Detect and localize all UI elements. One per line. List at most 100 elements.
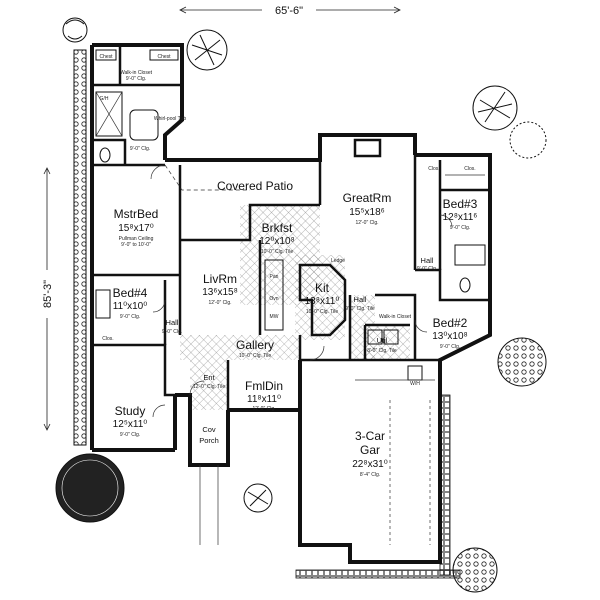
bed4-name: Bed#4 (113, 286, 148, 300)
door-bed2 (414, 319, 428, 333)
wall-livrm-top (180, 203, 320, 242)
great-room-name: GreatRm (343, 191, 392, 205)
gallery-name: Gallery (236, 338, 274, 352)
bed3-size: 12⁸x11⁶ (443, 212, 478, 223)
brkfst-size: 12⁰x10⁸ (259, 236, 294, 247)
kit-name: Kit (315, 281, 330, 295)
shrub-right (497, 337, 547, 387)
study-name: Study (115, 404, 146, 418)
dryer (383, 329, 399, 345)
livrm-size: 13⁶x15⁸ (202, 287, 238, 298)
bed3-name: Bed#3 (443, 197, 478, 211)
garage-name-1: 3-Car (355, 429, 385, 443)
chest-1 (95, 49, 117, 61)
door-bed4 (152, 299, 166, 313)
cov-porch-name-2: Porch (199, 436, 219, 445)
width-label: 65'-6" (275, 5, 303, 17)
bed3-clos-label-2: Clos. (464, 166, 475, 172)
bed4-size: 11⁰x10⁰ (113, 301, 148, 312)
hall-bed3-name: Hall (421, 256, 434, 265)
wall-garage (298, 360, 442, 564)
fireplace (353, 138, 382, 158)
kitchen-island (298, 263, 347, 337)
livrm-note: 12'-0" Clg. (208, 300, 231, 306)
wall-fmly-top (298, 335, 350, 362)
livrm-name: LivRm (203, 272, 237, 286)
depth-label: 85'-3" (42, 280, 54, 308)
bed4-clos-label: Clos. (102, 336, 113, 342)
bed4-note: 9'-0" Clg. (120, 314, 140, 320)
great-room-size: 15⁵x18⁶ (349, 207, 385, 218)
entry-name: Ent (203, 373, 215, 382)
garage-note: 8'-4" Clg. (360, 472, 380, 478)
gallery-tile (180, 335, 300, 360)
study-note: 9'-0" Clg. (120, 432, 140, 438)
master-bed-size: 15⁸x17⁰ (118, 223, 153, 234)
hall-left-name: Hall (166, 318, 179, 327)
depth-dimension: 85'-3" (40, 167, 54, 431)
brkfst-name: Brkfst (262, 221, 293, 235)
great-room-note: 12'-0" Clg. (355, 220, 378, 226)
door-garage (309, 345, 325, 361)
wall-east-bedrooms (415, 153, 492, 400)
water-heater (407, 365, 423, 381)
bed2-note: 9'-0" Clg. (440, 344, 460, 350)
door-master (150, 164, 166, 180)
util-name: Util (377, 336, 388, 345)
fmly-din-name: FmlDin (245, 379, 283, 393)
wh-label: W/H (410, 381, 420, 387)
wall-master-suite-top (92, 43, 184, 160)
wall-bath-div (92, 138, 127, 165)
door-bed3 (439, 214, 453, 228)
left-hedge (73, 49, 87, 446)
walk-in-closet-util-label: Walk-in Closet (379, 314, 412, 320)
gallery-note: 10'-0" Clg. Tile (239, 353, 271, 359)
bed3-tub (454, 244, 486, 266)
brkfst-note: 10'-0" Clg. Tile (261, 249, 293, 255)
wall-bed3-south (415, 268, 490, 302)
bed3-note: 9'-0" Clg. (450, 225, 470, 231)
util-note: 8'-0" Clg. Tile (367, 348, 397, 354)
kit-note: 10'-0" Clg. Tile (306, 309, 338, 315)
hall-right-name: Hall (354, 295, 367, 304)
bed2-name: Bed#2 (433, 316, 468, 330)
kitchen-counter-west (264, 259, 284, 331)
master-bath-note: 9'-0" Clg. (130, 146, 150, 152)
bed3-clos-label-1: Clos. (428, 166, 439, 172)
bed4-tub (95, 289, 111, 319)
shrub-bottom-right (452, 547, 498, 593)
bed3-toilet (459, 277, 471, 293)
walk-in-closet-master-note: 9'-0" Clg. (126, 76, 146, 82)
ovn-label: Ovn (269, 296, 278, 302)
width-dimension: 65'-6" (179, 2, 401, 17)
cov-porch-name-1: Cov (202, 425, 216, 434)
shrub-bottom-center (243, 483, 273, 513)
pan-label: Pan (270, 274, 279, 280)
garage-name-2: Gar (360, 443, 380, 457)
tree-top-center (186, 29, 228, 71)
shrub-bottom-left (55, 453, 125, 523)
chest-label-2: Chest (157, 54, 171, 60)
ledge-label: Ledge (331, 258, 345, 264)
hall-left-note: 9'-0" Clg. (162, 329, 182, 335)
bed2-size: 13⁰x10⁸ (432, 331, 467, 342)
mstr-bath-tub-label: Whirl-pool Tub (154, 116, 186, 122)
master-tub (129, 109, 159, 141)
wall-porch (188, 410, 230, 467)
entry-tile (190, 360, 228, 410)
hall-bed3-note: 9'-0" Clg. (417, 266, 437, 272)
kitchen-tile (295, 255, 345, 340)
gh-label: G/H (100, 96, 109, 102)
util-tile (365, 325, 410, 360)
fmly-din-size: 11⁸x11⁰ (247, 394, 281, 405)
chest-label-1: Chest (99, 54, 113, 60)
tree-top-right (472, 85, 547, 159)
washer (367, 329, 383, 345)
mw-label: MW (270, 314, 279, 320)
door-study (152, 404, 166, 418)
master-bed-note1: Pullman Ceiling (119, 236, 154, 242)
wall-bed2-west (375, 293, 417, 360)
master-bed-note2: 9'-0" to 10'-0" (121, 242, 151, 248)
wall-entry-west (175, 393, 192, 410)
